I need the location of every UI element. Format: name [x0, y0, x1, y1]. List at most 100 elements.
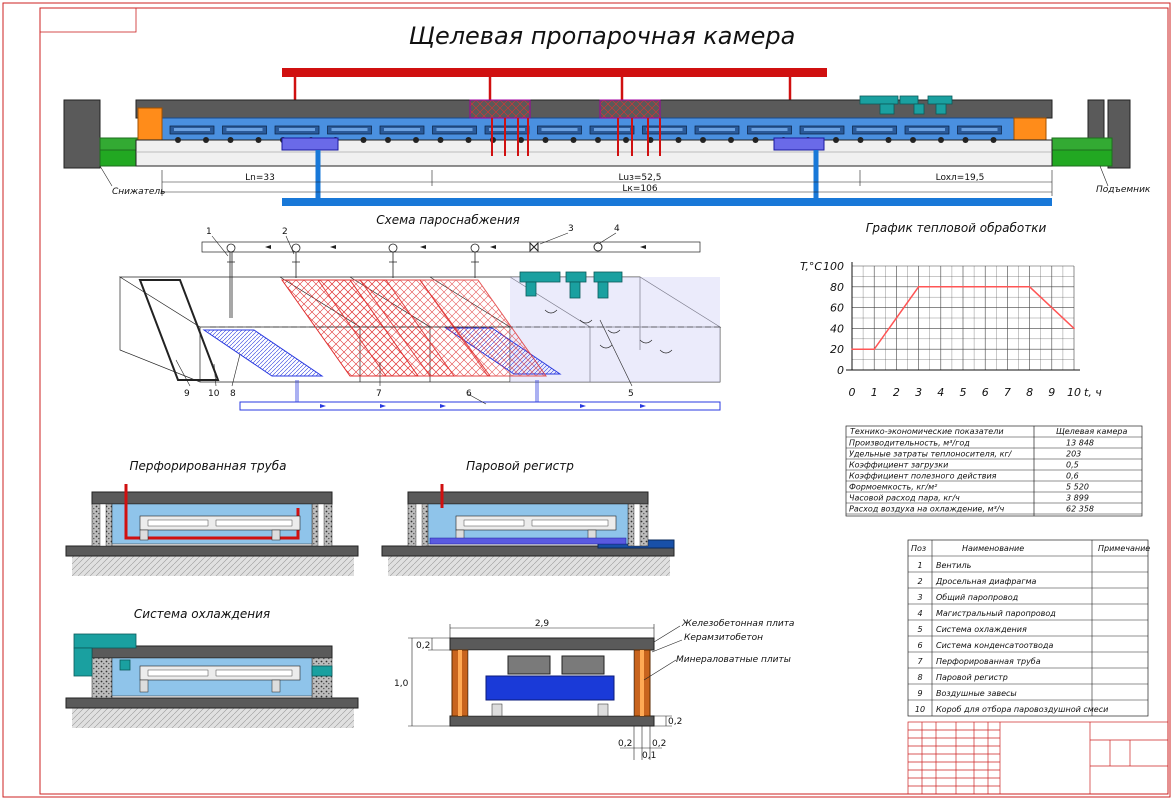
callout-4: 4 — [614, 224, 620, 234]
callout-1: 1 — [206, 227, 212, 237]
chart-x-tick-label: 1 — [871, 386, 878, 399]
indicator-name: Часовой расход пара, кг/ч — [849, 494, 960, 503]
indicator-value: 62 358 — [1066, 505, 1094, 514]
pallet-wheel — [227, 137, 234, 143]
section-register-title: Паровой регистр — [466, 459, 574, 473]
spec-name: Короб для отбора паровоздушной смеси — [936, 705, 1108, 714]
scheme-callouts: 1 2 3 4 5 6 7 8 10 9 — [184, 224, 634, 399]
spec-pos: 4 — [917, 609, 922, 618]
chart-x-tick-label: 10 — [1067, 386, 1081, 399]
scheme-condensate-pipe — [239, 401, 721, 411]
chart-point — [917, 286, 920, 288]
left-end-wall — [63, 99, 101, 169]
chart-point — [851, 348, 853, 351]
spec-name: Система конденсатоотвода — [936, 641, 1053, 650]
chart-title: График тепловой обработки — [866, 221, 1047, 235]
layer-label-2: Керамзитобетон — [684, 633, 763, 643]
pallet-wheel — [962, 137, 969, 143]
chart-point — [873, 348, 875, 351]
scheme-title: Схема пароснабжения — [376, 213, 520, 227]
callout-2: 2 — [282, 227, 288, 237]
dim-width: 2,9 — [535, 619, 550, 629]
spec-col-note: Примечание — [1098, 544, 1150, 553]
pallet-wheel — [385, 137, 391, 143]
indicator-value: 0,5 — [1066, 461, 1079, 470]
chart-x-tick-label: 0 — [849, 386, 856, 399]
indicator-value: 203 — [1066, 450, 1081, 459]
chart-y-tick-label: 40 — [830, 322, 844, 335]
section-steam-register: Паровой регистр — [381, 459, 675, 576]
spec-name: Паровой регистр — [936, 673, 1008, 682]
steam-supply-scheme: Схема пароснабжения — [118, 213, 722, 411]
dim-top-thickness: 0,2 — [416, 641, 430, 651]
spec-row: 10 Короб для отбора паровоздушной смеси — [915, 705, 1108, 714]
indicator-name: Удельные затраты теплоносителя, кг/ — [849, 450, 1013, 459]
pallet-wheel — [675, 137, 682, 143]
chart-point — [1073, 327, 1075, 330]
chart-x-tick-label: 4 — [937, 386, 944, 399]
dim-loxl: Loxл=19,5 — [936, 173, 985, 183]
pallet-wheel — [542, 137, 549, 143]
indicators-header-name: Технико-экономические показатели — [850, 427, 1004, 436]
chart-x-tick-label: 9 — [1048, 386, 1055, 399]
dim-wall-a: 0,2 — [618, 739, 632, 749]
layer-label-1: Железобетонная плита — [681, 619, 794, 629]
pallet-wheel — [728, 137, 734, 143]
dim-luz: Luз=52,5 — [619, 173, 662, 183]
indicators-table: Технико-экономические показатели Щелевая… — [845, 425, 1143, 517]
dim-height: 1,0 — [394, 679, 409, 689]
pallet-wheel — [465, 137, 472, 143]
spec-pos: 2 — [917, 577, 922, 586]
spec-pos: 10 — [915, 705, 925, 714]
dim-ln: Ln=33 — [245, 173, 275, 183]
pallet-wheel — [990, 137, 997, 143]
callout-5: 5 — [628, 389, 634, 399]
section-cooling: Система охлаждения — [65, 607, 359, 728]
pallet-wheel — [360, 137, 367, 143]
section-cooling-title: Система охлаждения — [134, 607, 270, 621]
indicator-value: 0,6 — [1066, 472, 1079, 481]
pallet-wheel — [623, 137, 629, 143]
chart-ylabel: T,°C — [800, 260, 822, 273]
pallet-wheel — [413, 137, 419, 143]
spec-col-pos: Поз — [911, 544, 926, 553]
indicator-value: 5 520 — [1066, 483, 1089, 492]
pallet-wheel — [938, 137, 944, 143]
chart-x-tick-label: 3 — [915, 386, 922, 399]
pallet-wheel — [595, 137, 601, 143]
right-end-wall — [1107, 99, 1131, 169]
callout-9: 9 — [184, 389, 190, 399]
chamber-longitudinal: Ln=33 Luз=52,5 Loxл=19,5 Lк=106 Снижател… — [63, 68, 1151, 206]
dim-wall-c: 0,2 — [652, 739, 666, 749]
pallet-wheel — [570, 137, 577, 143]
chamber-floor — [135, 139, 1053, 167]
pallet-wheel — [175, 137, 181, 143]
spec-name: Общий паропровод — [936, 593, 1019, 602]
chart-x-tick-label: 5 — [960, 386, 967, 399]
pallet-wheel — [203, 137, 209, 143]
sheet-corner-stamp — [39, 7, 137, 33]
chart-y-tick-label: 100 — [823, 260, 844, 273]
callout-8: 8 — [230, 389, 236, 399]
chart-y-tick-label: 80 — [830, 281, 844, 294]
spec-pos: 8 — [917, 673, 922, 682]
spec-name: Воздушные завесы — [936, 689, 1017, 698]
chart-x-tick-label: 7 — [1004, 386, 1011, 399]
indicators-header-value: Щелевая камера — [1056, 427, 1127, 436]
spec-name: Перфорированная труба — [936, 657, 1041, 666]
pallet-wheel — [857, 137, 864, 143]
scheme-steam-header — [201, 241, 701, 253]
steam-header-pipe — [282, 68, 827, 77]
layer-label-3: Минераловатные плиты — [676, 655, 791, 665]
indicator-value: 13 848 — [1066, 439, 1094, 448]
